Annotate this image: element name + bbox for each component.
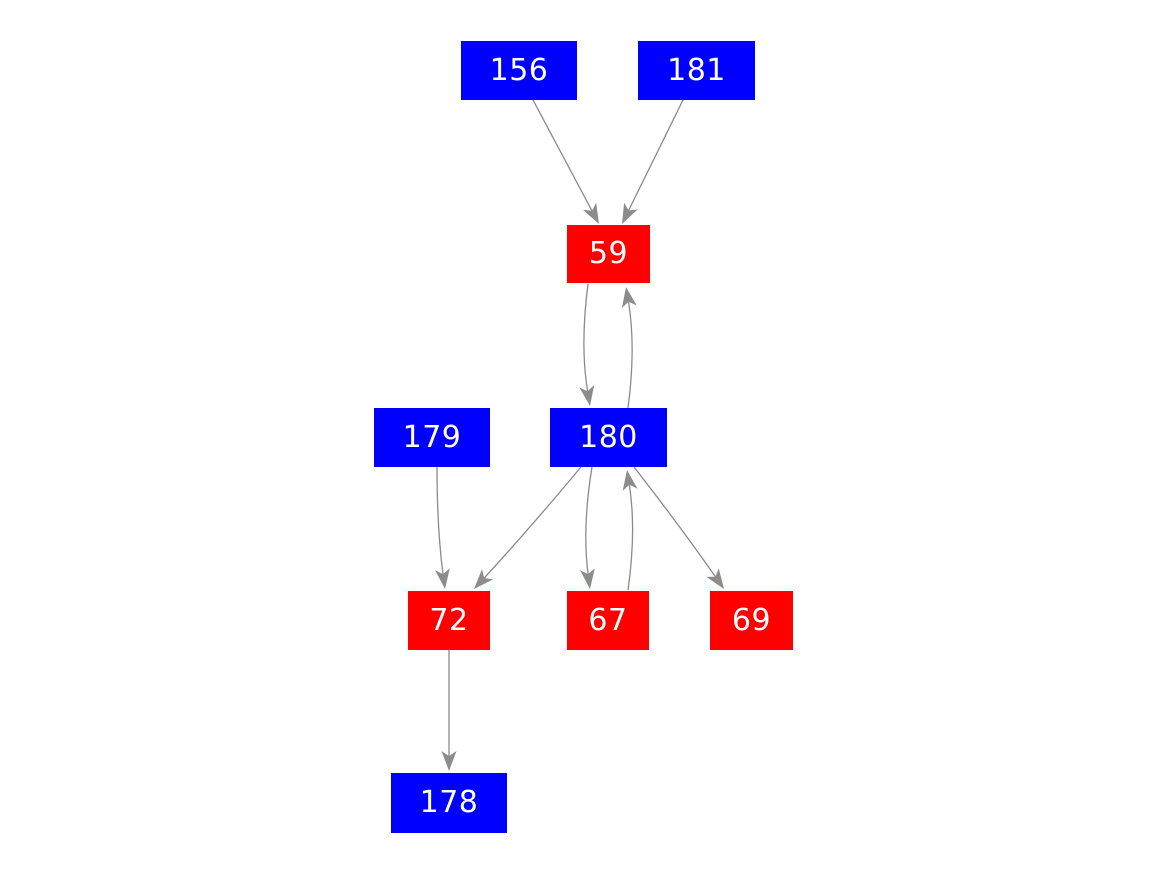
- edge-67-to-180: [627, 484, 634, 591]
- node-label-59: 59: [588, 236, 629, 271]
- node-181: 181: [638, 41, 755, 100]
- node-label-181: 181: [667, 52, 726, 88]
- edge-59-to-180: [583, 283, 589, 392]
- edge-arrowhead-72-to-178: [441, 751, 457, 771]
- node-179: 179: [374, 408, 490, 467]
- edge-180-to-67: [585, 466, 593, 575]
- edge-179-to-72: [436, 466, 444, 575]
- edge-arrowhead-179-to-72: [435, 568, 450, 589]
- node-label-72: 72: [429, 602, 469, 638]
- edge-arrowhead-180-to-67: [580, 568, 595, 589]
- edge-arrowhead-156-to-59: [583, 202, 599, 224]
- edge-arrowhead-180-to-59: [621, 287, 637, 308]
- edge-180-to-72: [483, 466, 582, 579]
- node-72: 72: [408, 591, 490, 650]
- edge-arrowhead-181-to-59: [622, 202, 638, 224]
- edge-156-to-59: [532, 99, 593, 212]
- edge-arrowhead-59-to-180: [579, 385, 595, 406]
- node-69: 69: [710, 591, 793, 650]
- node-178: 178: [391, 773, 507, 833]
- node-180: 180: [550, 408, 667, 467]
- edge-arrowhead-180-to-72: [474, 569, 494, 589]
- edge-181-to-59: [628, 99, 684, 211]
- node-label-180: 180: [579, 419, 638, 455]
- node-59: 59: [567, 225, 650, 283]
- node-label-67: 67: [588, 602, 628, 638]
- node-label-156: 156: [489, 52, 549, 88]
- node-label-178: 178: [419, 785, 479, 820]
- edge-arrowhead-180-to-69: [706, 568, 724, 589]
- node-label-179: 179: [402, 419, 462, 455]
- edge-arrowhead-67-to-180: [622, 470, 638, 491]
- edge-180-to-69: [633, 466, 716, 578]
- edge-180-to-59: [627, 301, 633, 409]
- node-156: 156: [461, 41, 577, 100]
- node-label-69: 69: [731, 602, 772, 638]
- node-67: 67: [567, 591, 649, 650]
